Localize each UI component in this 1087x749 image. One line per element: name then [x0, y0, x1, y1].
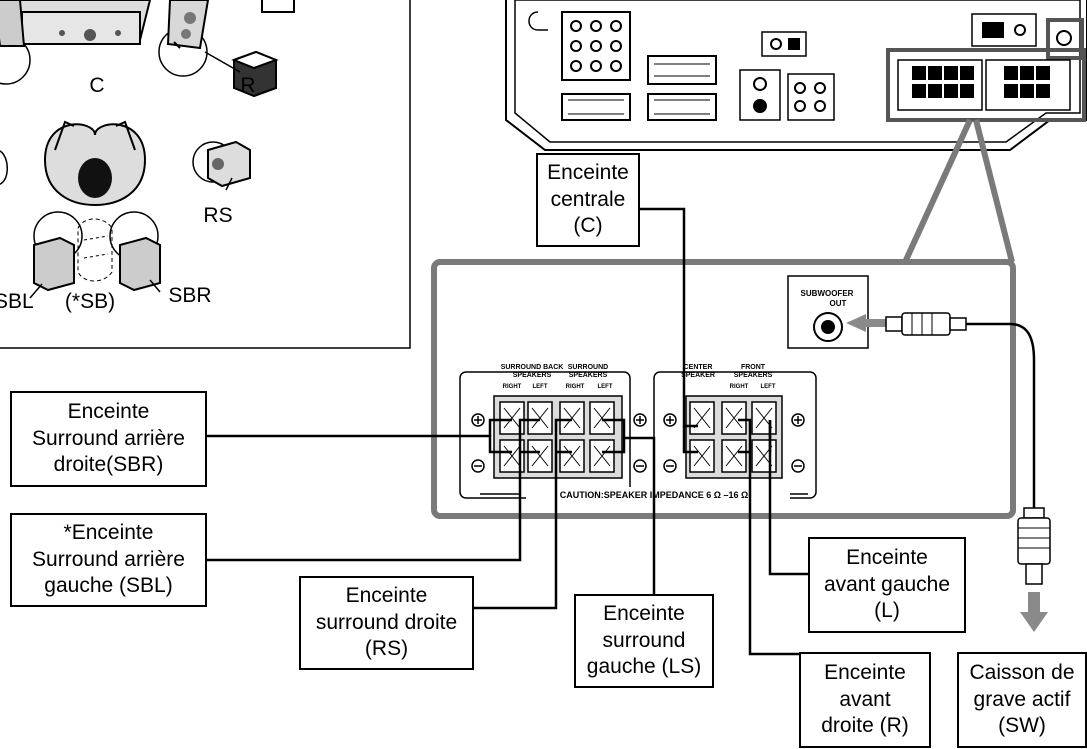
surround-back-label-1: SURROUND BACK	[501, 364, 564, 371]
plug-in-arrow-icon	[846, 314, 886, 332]
sb-left-label: LEFT	[533, 384, 548, 390]
center-label-2: SPEAKER	[681, 372, 715, 379]
zoom-funnel	[903, 118, 1015, 263]
subwoofer-out-label-1: SUBWOOFER	[801, 289, 854, 298]
layout-label-sb: (*SB)	[65, 290, 115, 313]
tv-icon	[8, 0, 152, 45]
surround-right-speaker-icon	[192, 140, 251, 191]
front-label-1: FRONT	[741, 364, 766, 371]
center-label-1: CENTER	[684, 364, 713, 371]
center-speaker-label: Enceinte centrale (C)	[536, 153, 640, 247]
front-right-speaker-icon	[158, 0, 210, 77]
surround-label-2: SPEAKERS	[569, 372, 608, 379]
polarity-marks	[471, 413, 805, 473]
surround-back-right-label: Enceinte Surround arrière droite(SBR)	[10, 391, 207, 487]
surround-back-speakers-icon	[29, 211, 161, 299]
front-left-speaker-icon	[0, 0, 31, 85]
speaker-cabinet-icon	[231, 0, 295, 98]
subwoofer-label: Caisson de grave actif (SW)	[957, 652, 1087, 748]
subwoofer-out-jack: SUBWOOFER OUT	[787, 275, 869, 349]
enlarged-panel: SUBWOOFER OUT SURROUND BACK SPEAKERS SUR…	[431, 259, 1016, 519]
f-left-label: LEFT	[761, 384, 776, 390]
down-arrow-icon	[1020, 592, 1048, 632]
surround-back-label-2: SPEAKERS	[513, 372, 552, 379]
surround-left-speaker-icon	[0, 150, 8, 185]
layout-label-c: C	[89, 74, 104, 97]
subwoofer-out-label-2: OUT	[830, 299, 847, 308]
surround-back-left-label: *Enceinte Surround arrière gauche (SBL)	[10, 513, 207, 607]
f-right-label: RIGHT	[730, 384, 749, 390]
rca-plug-icon	[885, 312, 967, 336]
s-left-label: LEFT	[598, 384, 613, 390]
surround-right-label: Enceinte surround droite (RS)	[299, 576, 474, 670]
receiver-rear-panel	[505, 0, 1087, 151]
front-right-label: Enceinte avant droite (R)	[799, 652, 931, 748]
sb-right-label: RIGHT	[503, 384, 522, 390]
front-left-label: Enceinte avant gauche (L)	[808, 537, 966, 633]
speaker-terminals	[493, 395, 783, 479]
subwoofer-plug-icon	[1017, 507, 1051, 585]
layout-label-sbl: SBL	[0, 290, 34, 313]
listener-icon	[43, 120, 147, 207]
s-right-label: RIGHT	[566, 384, 585, 390]
layout-label-sbr: SBR	[168, 284, 211, 307]
speaker-wires	[207, 207, 1036, 656]
front-label-2: SPEAKERS	[734, 372, 773, 379]
layout-label-rs: RS	[203, 204, 232, 227]
layout-label-r: R	[240, 74, 255, 97]
speaker-layout-inset: C R RS	[0, 0, 411, 349]
surround-left-label: Enceinte surround gauche (LS)	[574, 594, 714, 688]
surround-label-1: SURROUND	[568, 364, 608, 371]
